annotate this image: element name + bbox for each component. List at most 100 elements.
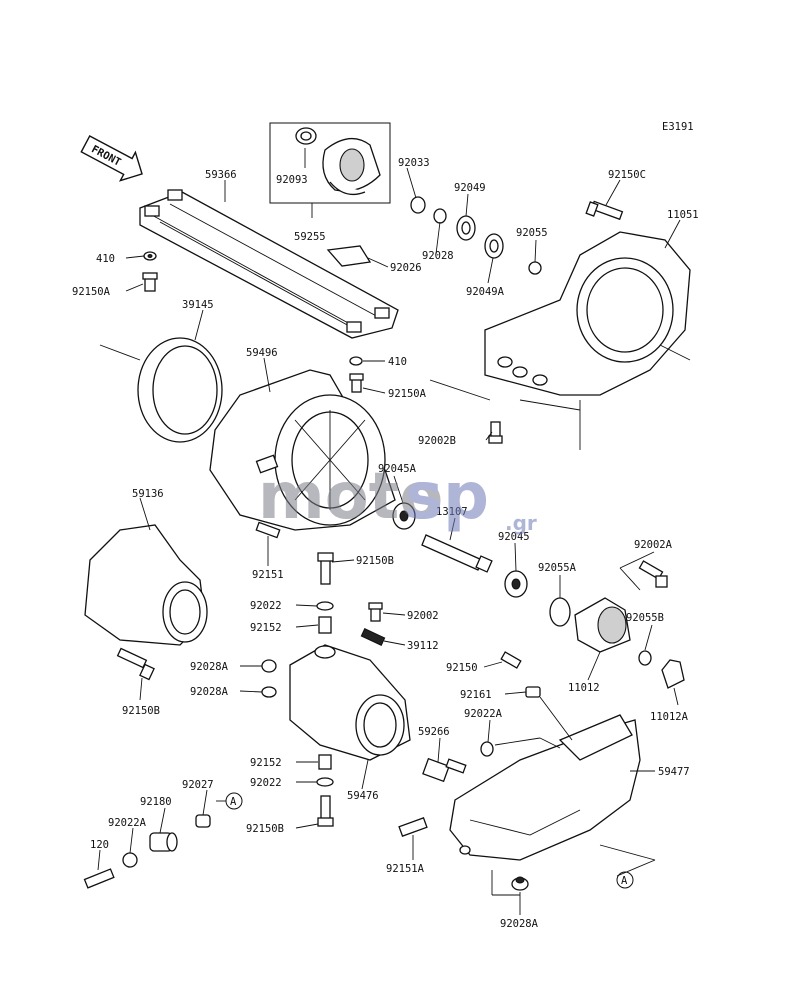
- callout-a-2-label: A: [621, 875, 628, 887]
- label-11012: 11012: [568, 682, 600, 694]
- label-92022A-mid: 92022A: [464, 708, 503, 720]
- collar-92028: [433, 208, 447, 224]
- label-92002A: 92002A: [634, 539, 673, 551]
- label-92055B: 92055B: [626, 612, 664, 624]
- label-59496: 59496: [246, 347, 278, 359]
- label-92150B-bot: 92150B: [246, 823, 284, 835]
- label-92002B: 92002B: [418, 435, 456, 447]
- bolt-92002: [368, 602, 383, 622]
- bolt-120: [83, 868, 115, 889]
- washer-92022-top: [316, 601, 334, 611]
- label-11051: 11051: [667, 209, 699, 221]
- label-92028A-2: 92028A: [190, 686, 229, 698]
- collar-92028A-2: [261, 686, 277, 698]
- watermark-logo: moto sp .gr spare parts: [258, 460, 537, 541]
- washer-92022A-left: [122, 852, 138, 868]
- label-59255: 59255: [294, 231, 326, 243]
- label-92028A-1: 92028A: [190, 661, 229, 673]
- label-92033: 92033: [398, 157, 430, 169]
- pump-body-59496: [209, 369, 396, 531]
- label-410-mid: 410: [388, 356, 407, 368]
- lever-39112: [360, 628, 386, 646]
- bolt-92150B-left: [116, 647, 155, 681]
- shaft-13107: [421, 534, 493, 573]
- label-92022A-left: 92022A: [108, 817, 147, 829]
- label-92150A-top: 92150A: [72, 286, 111, 298]
- label-92045A: 92045A: [378, 463, 417, 475]
- o-ring-92055: [528, 261, 542, 275]
- label-410-top: 410: [96, 253, 115, 265]
- label-92022-top: 92022: [250, 600, 282, 612]
- label-92151A: 92151A: [386, 863, 425, 875]
- label-92093: 92093: [276, 174, 308, 186]
- bearing-92045: [504, 570, 528, 598]
- callout-a-1-label: A: [230, 796, 237, 808]
- impeller-detail-box: [269, 122, 391, 218]
- front-arrow-icon: FRONT: [80, 135, 143, 182]
- leader-lines: [97, 148, 691, 915]
- seal-92049: [456, 215, 476, 241]
- bolt-92150A-mid: [349, 373, 364, 393]
- fitting-59266: [422, 757, 467, 783]
- bearing-92045A: [392, 502, 416, 530]
- collar-92028A-1: [261, 659, 277, 673]
- bolt-92002B: [488, 421, 503, 444]
- label-92028A-bot: 92028A: [500, 918, 539, 930]
- watermark-tld: .gr: [505, 511, 537, 535]
- label-13107: 13107: [436, 506, 468, 518]
- label-92026: 92026: [390, 262, 422, 274]
- label-92045: 92045: [498, 531, 530, 543]
- label-92150: 92150: [446, 662, 478, 674]
- bolt-92150B-mid: [317, 552, 334, 585]
- spacer-92152-top: [318, 616, 332, 634]
- diagram-code: E3191: [662, 121, 694, 133]
- bolt-92150C: [585, 200, 624, 221]
- washer-92022A-mid: [480, 741, 494, 757]
- label-92055: 92055: [516, 227, 548, 239]
- label-59477: 59477: [658, 766, 690, 778]
- washer-92022-bot: [316, 777, 334, 787]
- deflector-59476: [289, 644, 411, 761]
- watermark-brand-suffix: sp: [405, 460, 489, 534]
- bush-92180: [149, 832, 178, 852]
- part-92026: [326, 245, 372, 267]
- o-ring-92055A: [549, 597, 571, 627]
- bolt-92002A: [638, 560, 668, 588]
- pump-cover-plate: [139, 189, 399, 339]
- label-92028: 92028: [422, 250, 454, 262]
- seal-92049A: [484, 233, 504, 259]
- ring-39145: [137, 337, 223, 443]
- cap-92161: [525, 686, 541, 698]
- label-92049A: 92049A: [466, 286, 505, 298]
- label-92055A: 92055A: [538, 562, 577, 574]
- circlip-92033: [410, 196, 426, 214]
- label-92049: 92049: [454, 182, 486, 194]
- label-92150B-mid: 92150B: [356, 555, 394, 567]
- label-59366: 59366: [205, 169, 237, 181]
- label-92180: 92180: [140, 796, 172, 808]
- label-92150A-mid: 92150A: [388, 388, 427, 400]
- label-92022-bot: 92022: [250, 777, 282, 789]
- o-ring-92055B: [638, 650, 652, 666]
- label-120: 120: [90, 839, 109, 851]
- bolt-92150: [500, 651, 522, 669]
- part-labels: 59366 92093 92033 92049 92150C 11051 410…: [72, 157, 699, 930]
- watermark-tagline: spare parts: [320, 529, 376, 541]
- label-39112: 39112: [407, 640, 439, 652]
- label-92152-bot: 92152: [250, 757, 282, 769]
- label-92151: 92151: [252, 569, 284, 581]
- spacer-92152-bot: [318, 754, 332, 770]
- plug-11012A: [661, 659, 685, 689]
- label-11012A: 11012A: [650, 711, 689, 723]
- cap-11012: [574, 597, 631, 653]
- washer-410-mid: [349, 356, 363, 366]
- label-92150B-left: 92150B: [122, 705, 160, 717]
- label-39145: 39145: [182, 299, 214, 311]
- bolt-92151: [255, 521, 281, 539]
- washer-410-top: [143, 251, 157, 261]
- label-92161: 92161: [460, 689, 492, 701]
- cover-59477: [449, 714, 641, 861]
- watermark-brand-main: moto: [258, 460, 443, 534]
- collar-92027: [195, 814, 211, 828]
